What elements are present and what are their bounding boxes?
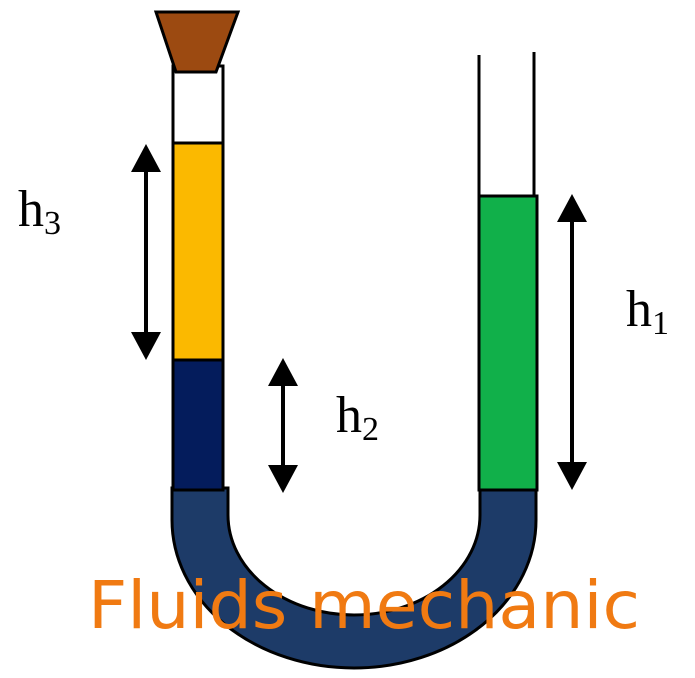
double-arrow-icon <box>131 144 161 360</box>
label-h1: h1 <box>626 281 669 342</box>
watermark-text: Fluids mechanic <box>88 567 640 644</box>
label-h1-sub: 1 <box>652 305 669 342</box>
label-h2-sub: 2 <box>362 411 379 448</box>
label-h2: h2 <box>336 387 379 448</box>
right-tube-green-liquid <box>477 194 539 492</box>
left-tube-air-gap <box>171 64 225 145</box>
double-arrow-icon <box>557 194 587 490</box>
left-tube-oil <box>171 141 225 362</box>
label-h1-main: h <box>626 281 652 338</box>
label-h2-main: h <box>336 387 362 444</box>
label-h3: h3 <box>18 181 61 242</box>
double-arrow-icon <box>268 358 298 493</box>
label-h3-sub: 3 <box>44 205 61 242</box>
stopper-icon <box>153 10 241 74</box>
u-bend-fluid <box>170 486 538 670</box>
label-h3-main: h <box>18 181 44 238</box>
left-tube-dark-liquid <box>171 358 225 492</box>
